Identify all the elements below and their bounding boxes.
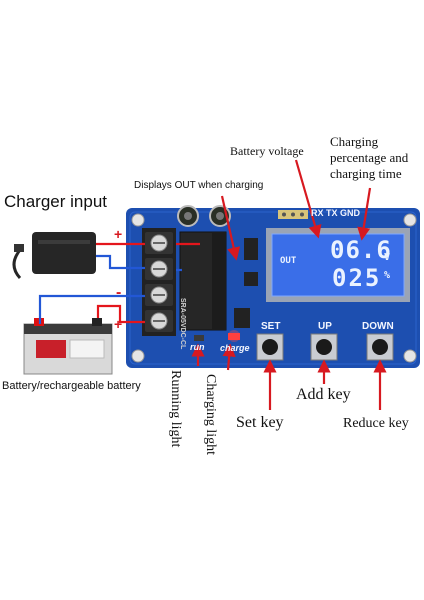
lcd-percent-unit: % (384, 270, 391, 281)
add-key-label: Add key (296, 386, 351, 403)
ic-chips (234, 238, 258, 328)
battery-label: Battery/rechargeable battery (2, 380, 141, 392)
relay (179, 231, 227, 331)
header-pins (278, 210, 308, 219)
charge-silk-label: charge (220, 343, 250, 353)
set-silk-label: SET (261, 321, 281, 332)
key-buttons (256, 333, 394, 361)
plus-sign-bottom: + (114, 316, 123, 332)
capacitors (177, 205, 231, 227)
lcd-display (266, 228, 410, 302)
lcd-voltage-unit: V (384, 252, 391, 263)
battery-voltage-label: Battery voltage (230, 144, 304, 158)
wires (38, 242, 200, 324)
running-light-label: Running light (168, 370, 183, 448)
set-key-label: Set key (236, 414, 284, 431)
displays-out-label: Displays OUT when charging (134, 180, 264, 191)
charger-input-label: Charger input (4, 192, 108, 211)
run-led (194, 335, 204, 341)
plus-sign-top: + (114, 226, 123, 242)
down-silk-label: DOWN (362, 321, 394, 332)
charging-percentage-label: Charging percentage and charging time (330, 134, 408, 182)
terminal-block (142, 228, 176, 336)
callout-arrows (191, 159, 387, 410)
up-silk-label: UP (318, 321, 332, 332)
battery-image (23, 318, 113, 375)
reduce-key-label: Reduce key (343, 416, 409, 431)
charging-light-label: Charging light (203, 374, 218, 456)
charging-percentage-line2: percentage and (330, 150, 409, 165)
charge-led (228, 333, 240, 340)
charging-percentage-line1: Charging (330, 134, 379, 149)
run-silk-label: run (190, 342, 205, 352)
lcd-out-indicator: OUT (280, 256, 297, 266)
relay-text: SRA-05VDC-CL (179, 298, 186, 350)
minus-sign: - (116, 284, 122, 301)
lcd-percent: 025 (332, 264, 382, 292)
lcd-voltage: 06.6 (330, 236, 392, 264)
header-pin-label: RX TX GND (311, 208, 361, 218)
charging-percentage-line3: charging time (330, 166, 402, 181)
charger-adapter (12, 232, 96, 280)
